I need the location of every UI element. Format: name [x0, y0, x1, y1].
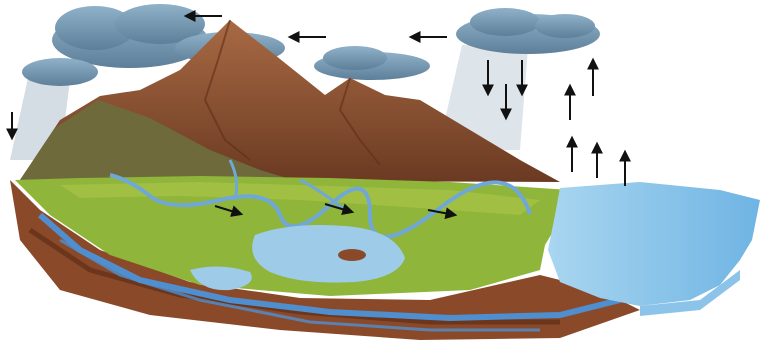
cloud-middle: [314, 46, 430, 80]
cloud-right: [456, 8, 600, 54]
evaporation-arrows: [570, 60, 625, 186]
